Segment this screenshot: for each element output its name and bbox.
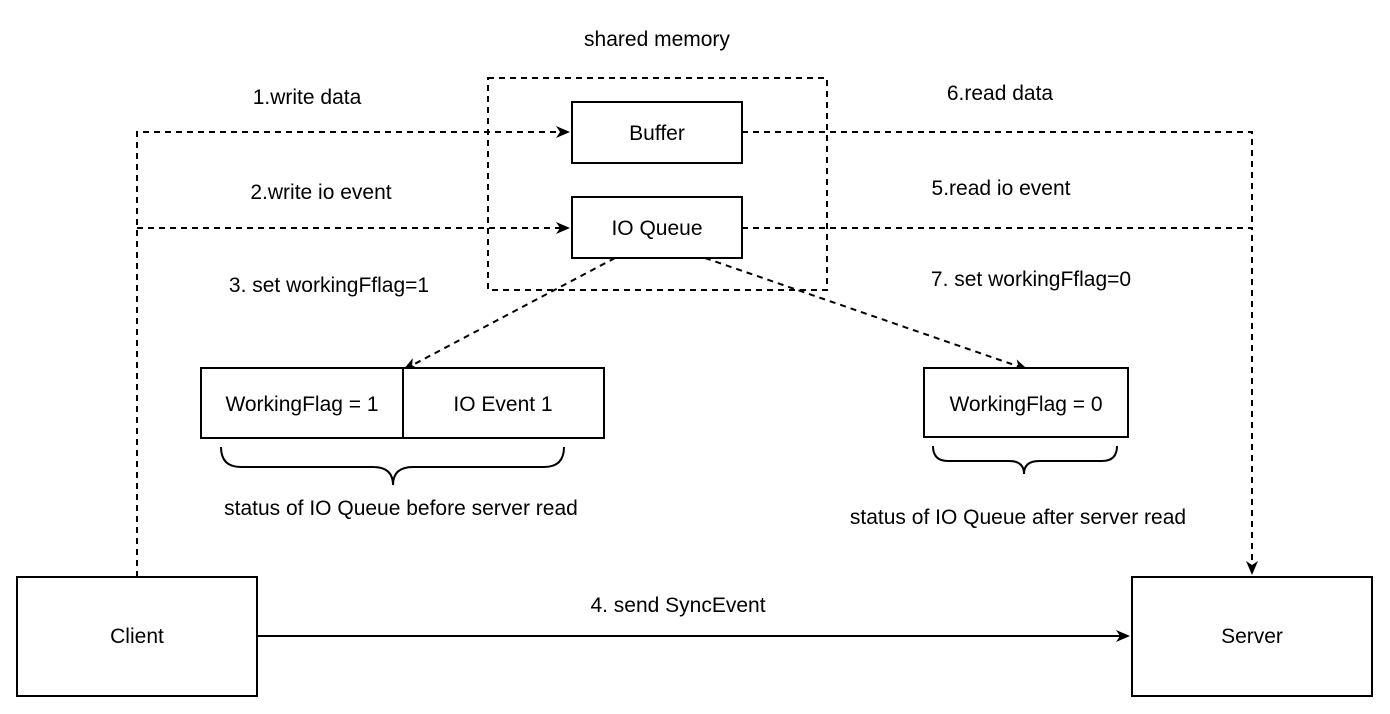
step-4-label: 4. send SyncEvent xyxy=(590,594,765,617)
step-2-label: 2.write io event xyxy=(250,181,391,204)
set-flag-0-arrow xyxy=(704,257,1028,371)
step-6-label: 6.read data xyxy=(947,82,1054,105)
after-caption: status of IO Queue after server read xyxy=(850,506,1186,529)
set-flag-1-arrow xyxy=(403,257,616,370)
buffer-node xyxy=(571,101,743,164)
client-label: Client xyxy=(110,625,164,648)
shared-memory-region xyxy=(487,77,828,291)
server-label: Server xyxy=(1221,625,1283,648)
step-1-label: 1.write data xyxy=(253,86,362,109)
step-7-label: 7. set workingFflag=0 xyxy=(931,268,1131,291)
before-caption: status of IO Queue before server read xyxy=(224,497,578,520)
working-flag-0-label: WorkingFlag = 0 xyxy=(949,393,1102,416)
client-node xyxy=(16,576,258,697)
io-queue-label: IO Queue xyxy=(611,217,702,240)
before-brace xyxy=(220,446,565,486)
buffer-label: Buffer xyxy=(629,122,685,145)
working-flag-1-label: WorkingFlag = 1 xyxy=(225,393,378,416)
server-node xyxy=(1131,576,1373,697)
shared-memory-label: shared memory xyxy=(584,28,730,51)
read-data-line xyxy=(742,131,1253,228)
step-3-label: 3. set workingFflag=1 xyxy=(229,274,429,297)
io-event-1-cell xyxy=(402,367,605,439)
io-event-1-label: IO Event 1 xyxy=(453,393,552,416)
after-brace xyxy=(932,445,1118,475)
working-flag-0-cell xyxy=(923,367,1129,438)
write-data-arrow xyxy=(136,126,570,577)
step-5-label: 5.read io event xyxy=(932,177,1071,200)
read-io-event-arrow xyxy=(742,227,1258,575)
working-flag-1-cell xyxy=(200,367,404,439)
